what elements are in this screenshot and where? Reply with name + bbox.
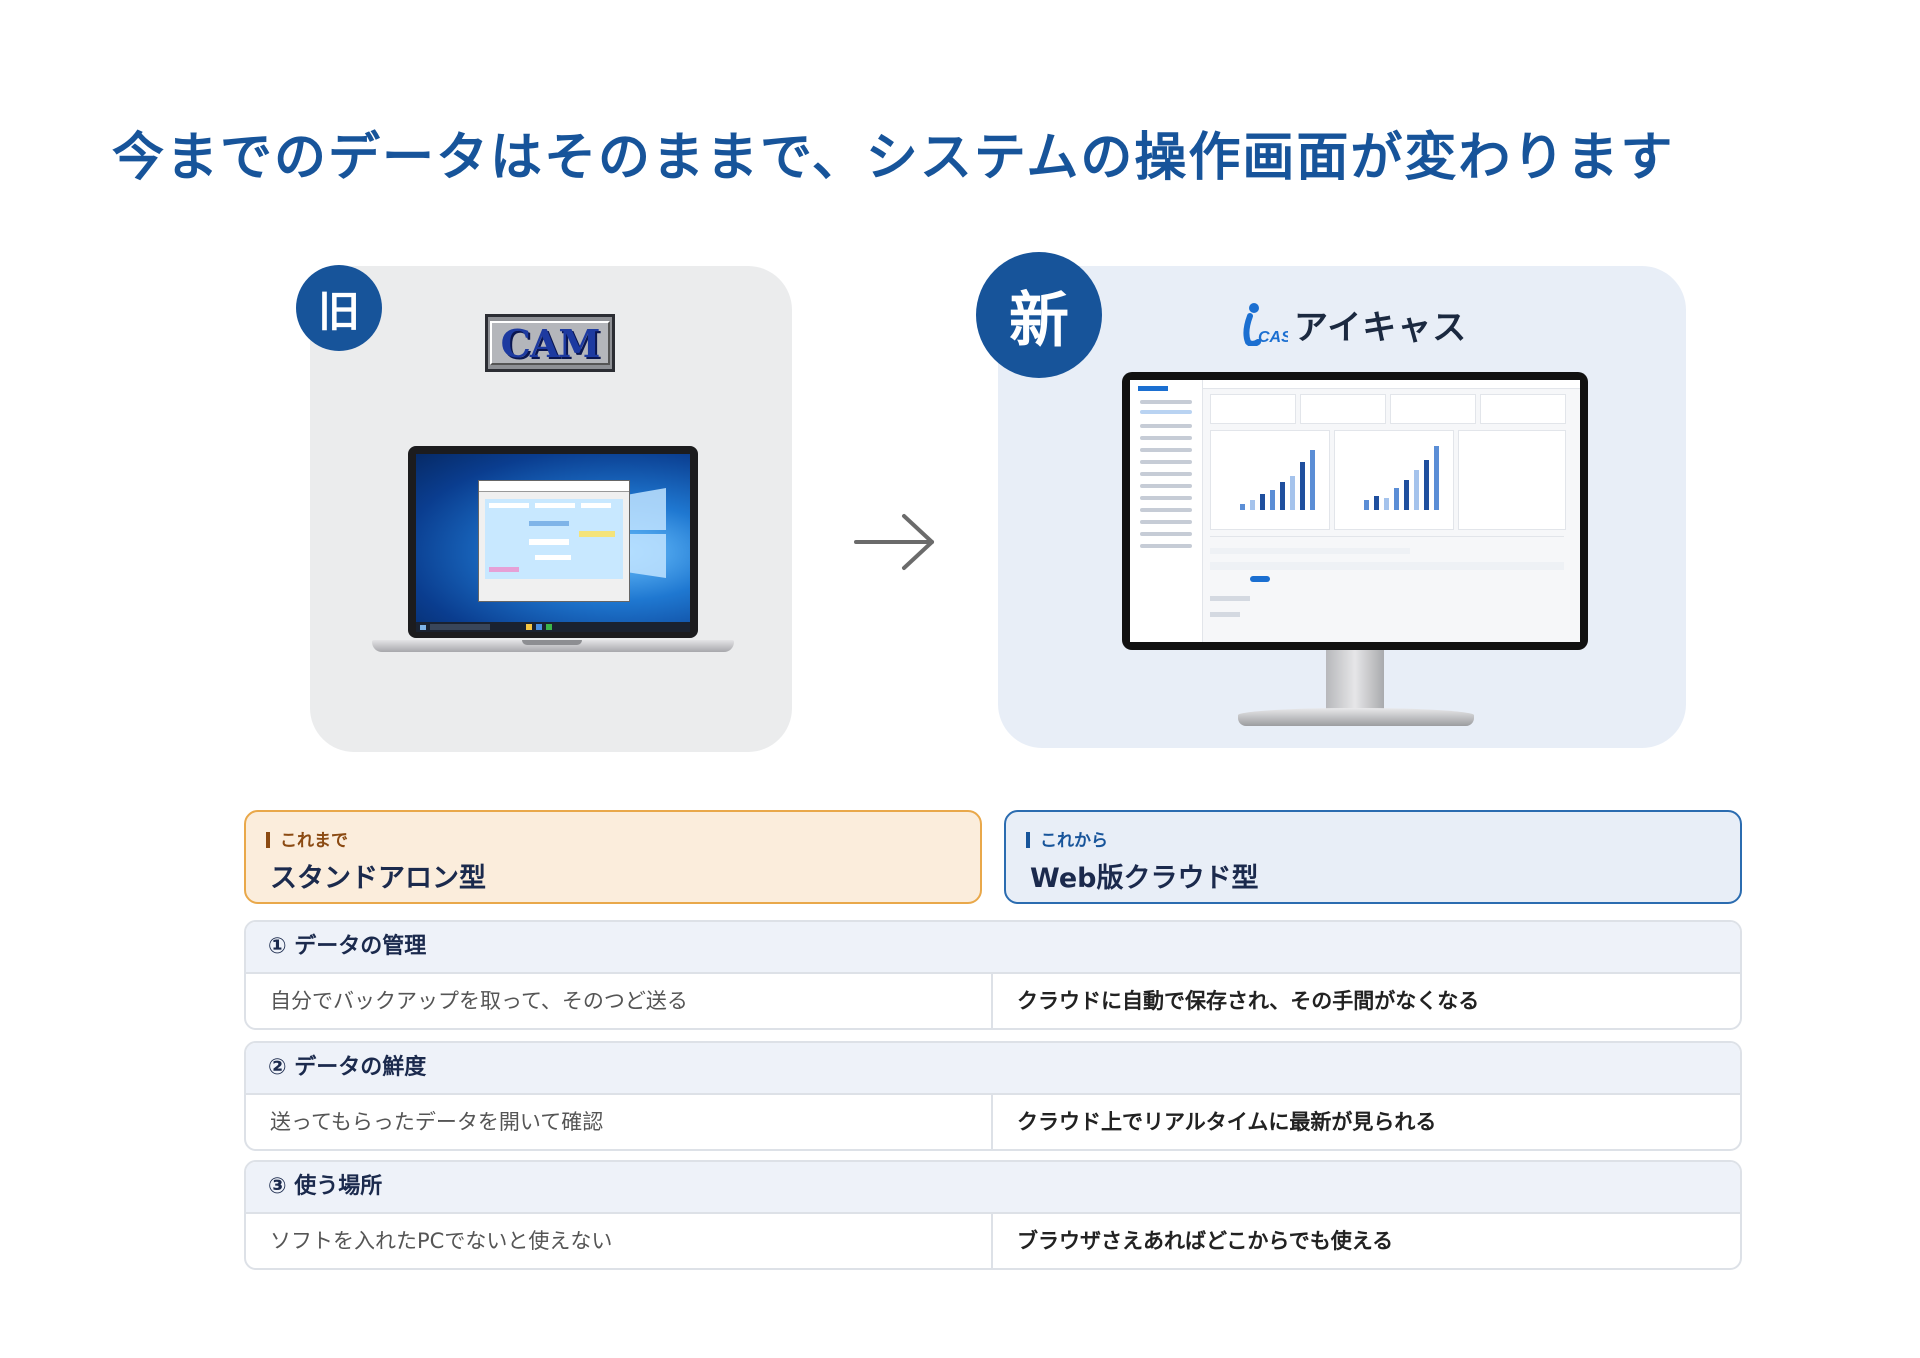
comparison-section: ③ 使う場所 ソフトを入れたPCでないと使えない ブラウザさえあればどこからでも… [244,1160,1742,1270]
old-description: 自分でバックアップを取って、そのつど送る [246,974,993,1028]
monitor-screen [1130,380,1580,642]
cam-logo-text: CAM [490,321,610,366]
arrow-right-icon [854,514,934,570]
comparison-row: 送ってもらったデータを開いて確認 クラウド上でリアルタイムに最新が見られる [246,1095,1740,1149]
header-cloud: これから Web版クラウド型 [1004,810,1742,904]
new-description: ブラウザさえあればどこからでも使える [1017,1229,1394,1253]
page-title: 今までのデータはそのままで、システムの操作画面が変わります [112,128,1675,188]
laptop-screen [416,454,690,632]
old-description: 送ってもらったデータを開いて確認 [246,1095,993,1149]
header-old-title: スタンドアロン型 [270,863,486,894]
new-description: クラウド上でリアルタイムに最新が見られる [1017,1110,1437,1134]
cam-logo: CAM [485,314,615,372]
dashboard-chart-2 [1364,446,1439,510]
icas-mark-icon: CAS [1243,303,1288,346]
taskbar [416,622,690,632]
header-new-label: これから [1040,831,1108,851]
dashboard-chart-1 [1240,450,1315,510]
comparison-section: ① データの管理 自分でバックアップを取って、そのつど送る クラウドに自動で保存… [244,920,1742,1030]
laptop-notch [522,640,582,645]
comparison-row: 自分でバックアップを取って、そのつど送る クラウドに自動で保存され、その手間がな… [246,974,1740,1028]
comparison-section: ② データの鮮度 送ってもらったデータを開いて確認 クラウド上でリアルタイムに最… [244,1041,1742,1151]
icas-logo-text: アイキャス [1294,307,1468,348]
old-description: ソフトを入れたPCでないと使えない [246,1214,993,1268]
old-badge: 旧 [296,265,382,351]
monitor-stand [1326,650,1384,710]
icas-logo: CAS アイキャス [1240,302,1468,348]
section-title: ② データの鮮度 [246,1043,1740,1095]
laptop-base [372,640,734,652]
monitor-foot [1238,708,1474,726]
comparison-row: ソフトを入れたPCでないと使えない ブラウザさえあればどこからでも使える [246,1214,1740,1268]
svg-text:CAS: CAS [1258,329,1288,346]
section-title: ① データの管理 [246,922,1740,974]
legacy-app-window [478,480,630,602]
section-title: ③ 使う場所 [246,1162,1740,1214]
header-new-title: Web版クラウド型 [1030,863,1259,894]
new-description: クラウドに自動で保存され、その手間がなくなる [1017,989,1480,1013]
header-standalone: これまで スタンドアロン型 [244,810,982,904]
header-old-label: これまで [280,831,348,851]
new-badge: 新 [976,252,1102,378]
